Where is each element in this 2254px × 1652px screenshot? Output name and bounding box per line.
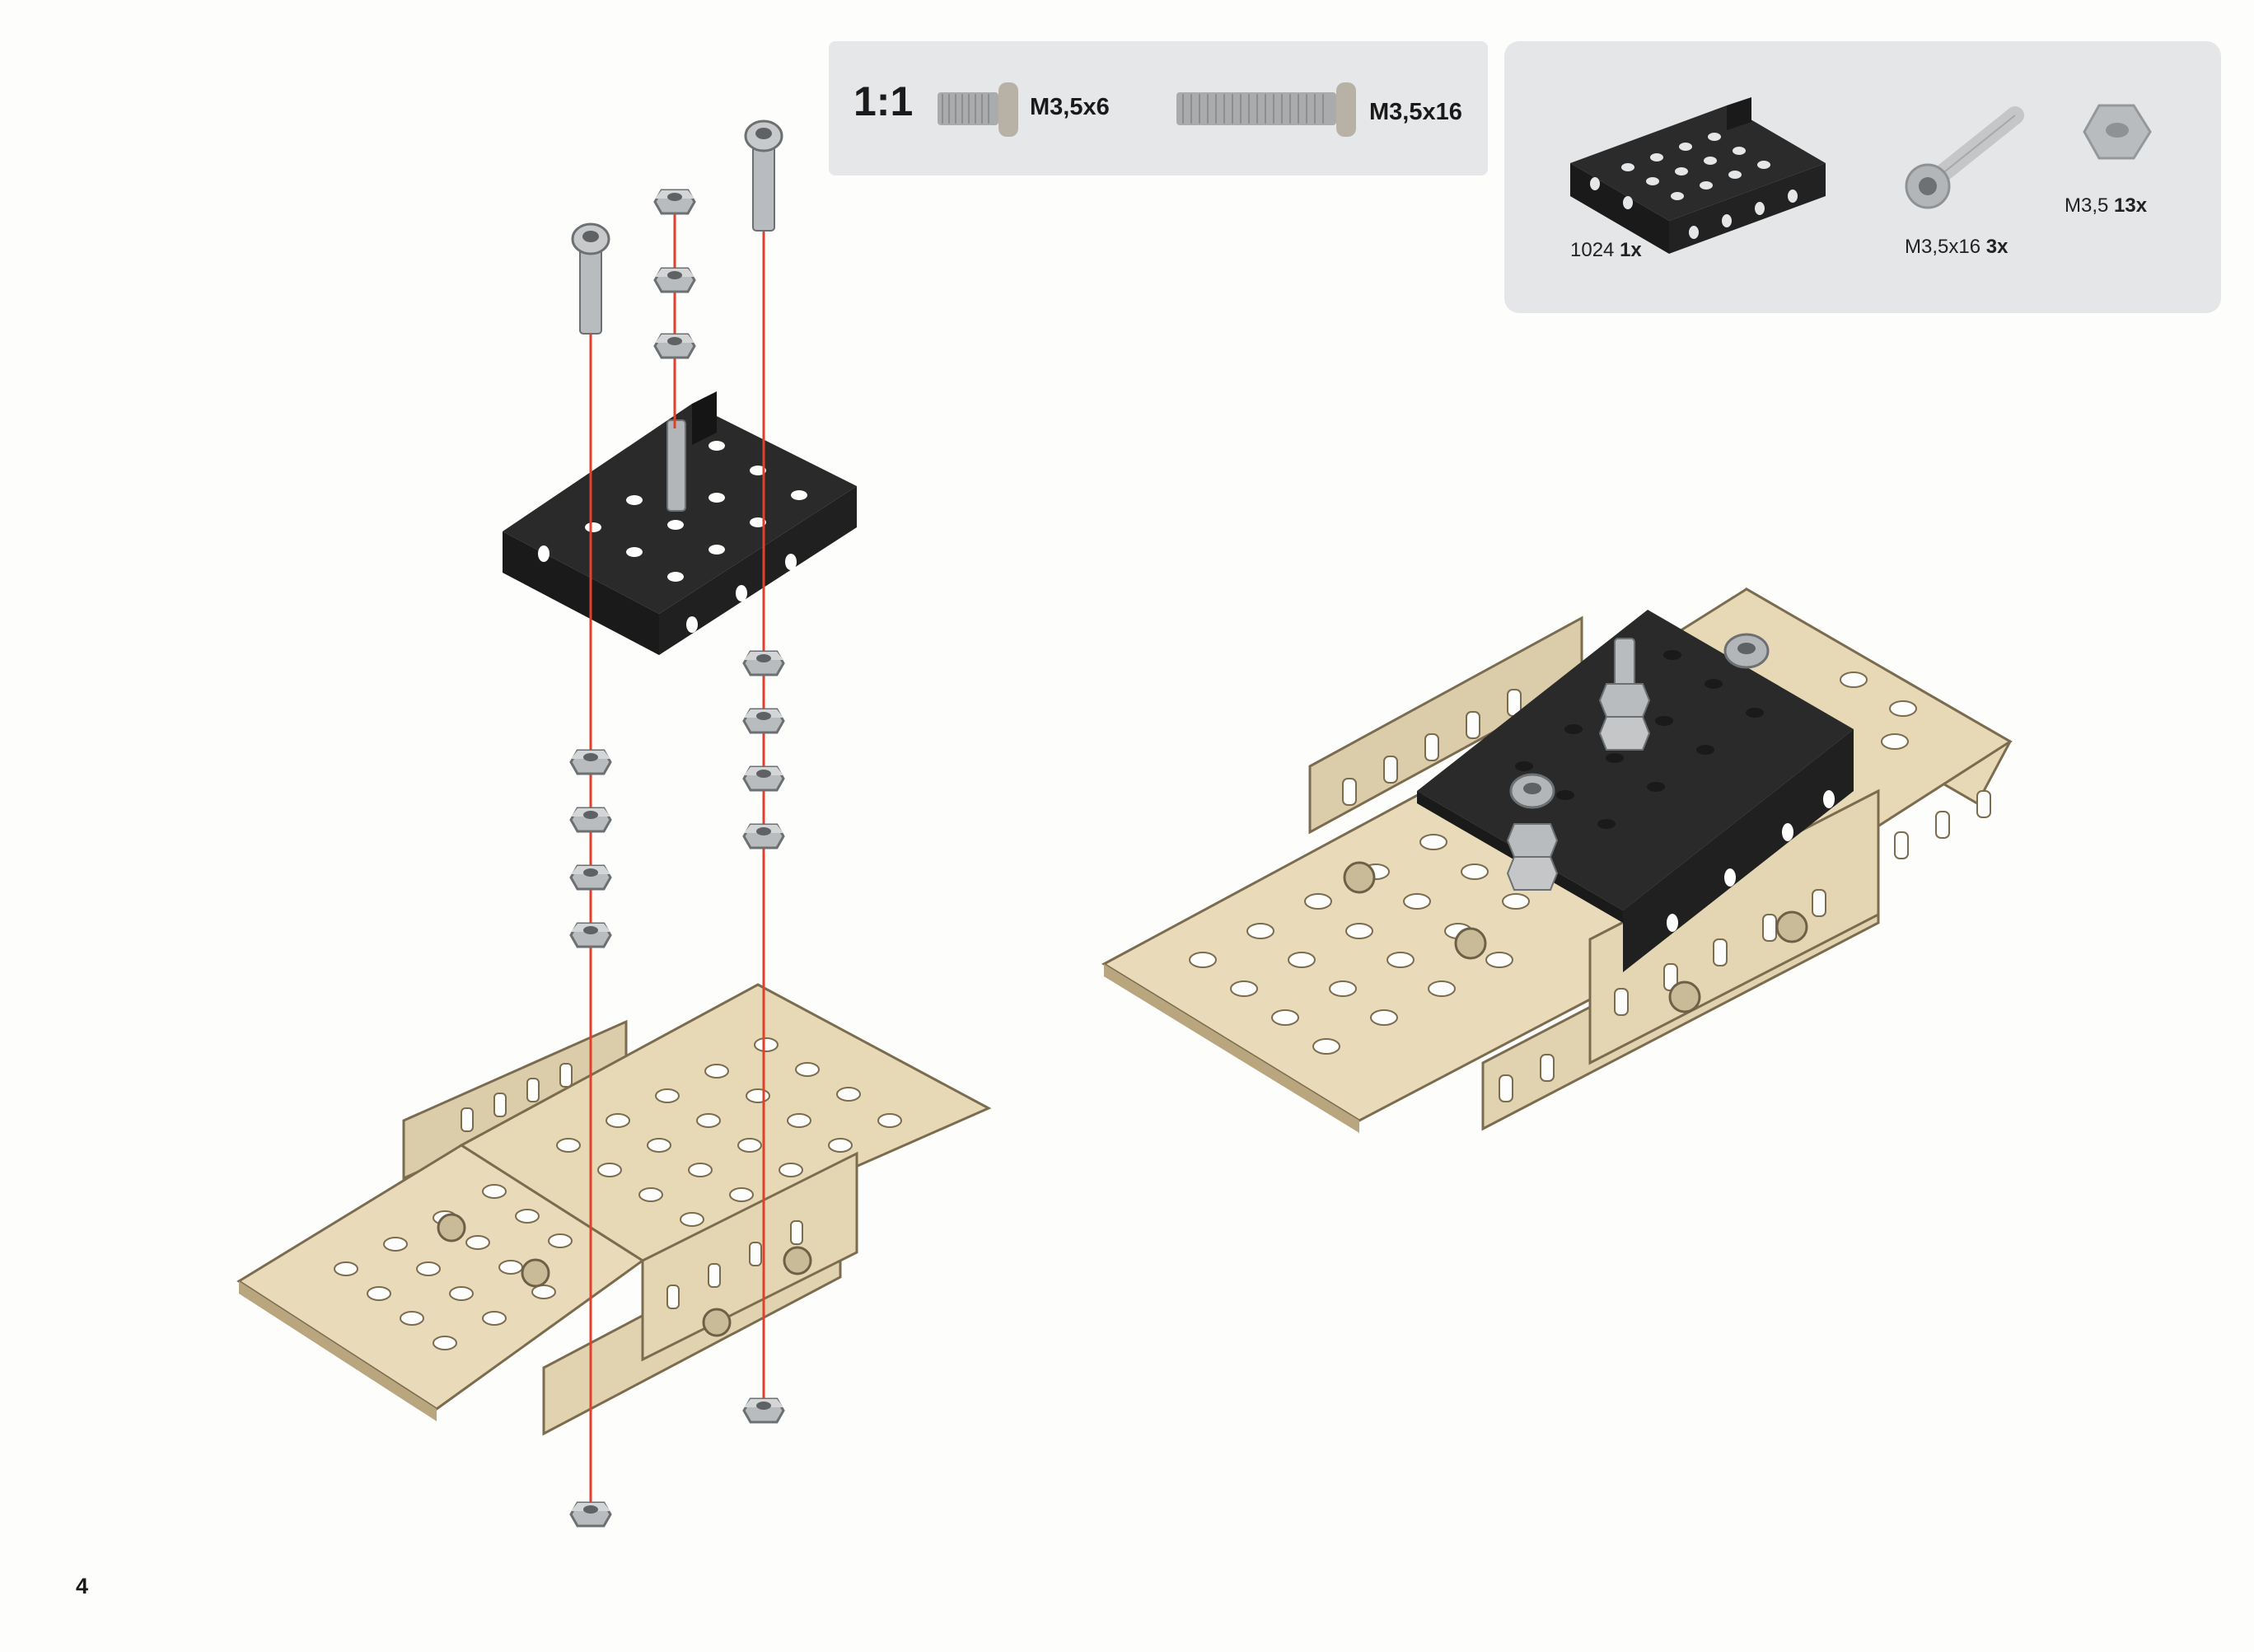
screw-right (744, 119, 783, 232)
long-screw-label: M3,5x16 (1369, 99, 1462, 125)
part-screw-name: M3,5x16 (1905, 236, 1981, 258)
screw-m3-5x16-icon (1905, 106, 2024, 209)
part-1024-label: 1024 1x (1570, 239, 1642, 262)
screw-left (571, 222, 610, 335)
part-screw-label: M3,5x16 3x (1905, 236, 2008, 259)
part-nut-label: M3,5 13x (2065, 194, 2147, 218)
short-screw-label: M3,5x6 (1030, 94, 1110, 120)
part-1024-name: 1024 (1570, 239, 1615, 261)
page-number: 4 (76, 1574, 89, 1598)
bracket-1024-icon (1570, 97, 1826, 254)
parts-list-panel: 1024 1x M3,5x16 3x M3,5 13x (1504, 41, 2221, 313)
scale-reference-panel: 1:1 M3,5x6 M3,5x16 (829, 41, 1488, 175)
black-bracket-exploded (503, 391, 857, 655)
guide-lines (589, 214, 765, 1508)
nut-m3-5-icon (2083, 104, 2152, 160)
part-nut-name: M3,5 (2065, 194, 2109, 217)
part-screw-qty: 3x (1985, 236, 2008, 258)
part-nut-qty: 13x (2114, 194, 2148, 217)
assembled-view (1101, 587, 2013, 1133)
tan-base-plate-exploded (236, 983, 992, 1436)
part-1024-qty: 1x (1620, 239, 1642, 261)
long-screw-m3-5x16-icon (1176, 82, 1356, 137)
scale-ratio-label: 1:1 (853, 78, 914, 124)
short-screw-m3-5x6-icon (938, 82, 1018, 137)
